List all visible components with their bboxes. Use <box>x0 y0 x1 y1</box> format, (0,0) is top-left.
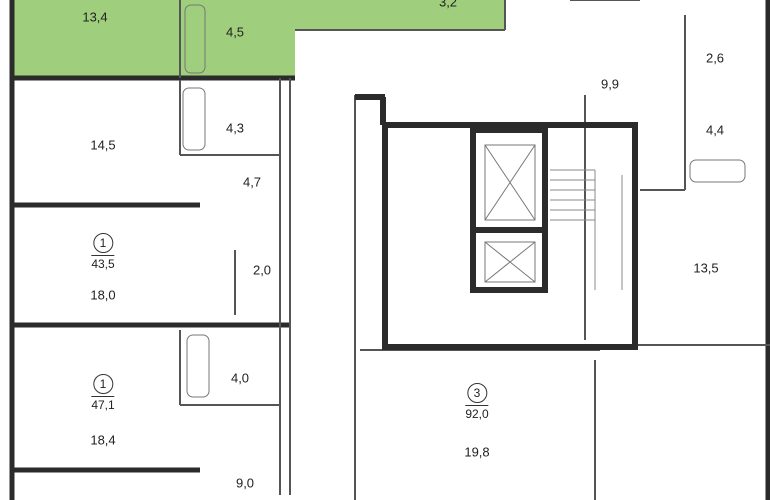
apartment-badge[interactable]: 1 47,1 <box>91 374 115 412</box>
apartment-rooms: 3 <box>466 383 487 403</box>
apartment-badge[interactable]: 3 92,0 <box>465 383 489 421</box>
exterior-walls <box>9 0 770 500</box>
apartment-area: 43,5 <box>91 255 115 271</box>
stairs <box>550 169 623 290</box>
room-area: 9,0 <box>235 475 255 491</box>
highlighted-apartment[interactable] <box>12 0 505 78</box>
room-area: 4,3 <box>225 120 245 136</box>
room-area: 3,2 <box>438 0 458 10</box>
apartment-rooms: 1 <box>92 374 113 394</box>
room-area: 18,0 <box>90 287 116 303</box>
apartment-badge[interactable]: 1 43,5 <box>91 233 115 271</box>
apartment-rooms: 1 <box>92 233 113 253</box>
room-area: 14,5 <box>90 137 116 153</box>
room-area: 13,4 <box>82 9 108 25</box>
core-walls <box>355 94 638 350</box>
apartment-area: 47,1 <box>91 396 115 412</box>
room-area: 4,0 <box>230 370 250 386</box>
room-area: 4,7 <box>242 174 262 190</box>
room-area: 13,5 <box>693 260 719 276</box>
room-area: 9,9 <box>600 76 620 92</box>
room-area: 19,8 <box>464 444 490 460</box>
bathtubs <box>182 4 746 398</box>
apartment-area: 92,0 <box>465 405 489 421</box>
room-area: 4,5 <box>225 24 245 40</box>
elevators <box>484 144 536 283</box>
room-area: 2,0 <box>252 262 272 278</box>
room-area: 18,4 <box>90 432 116 448</box>
room-area: 2,6 <box>705 50 725 66</box>
room-area: 4,4 <box>705 122 725 138</box>
